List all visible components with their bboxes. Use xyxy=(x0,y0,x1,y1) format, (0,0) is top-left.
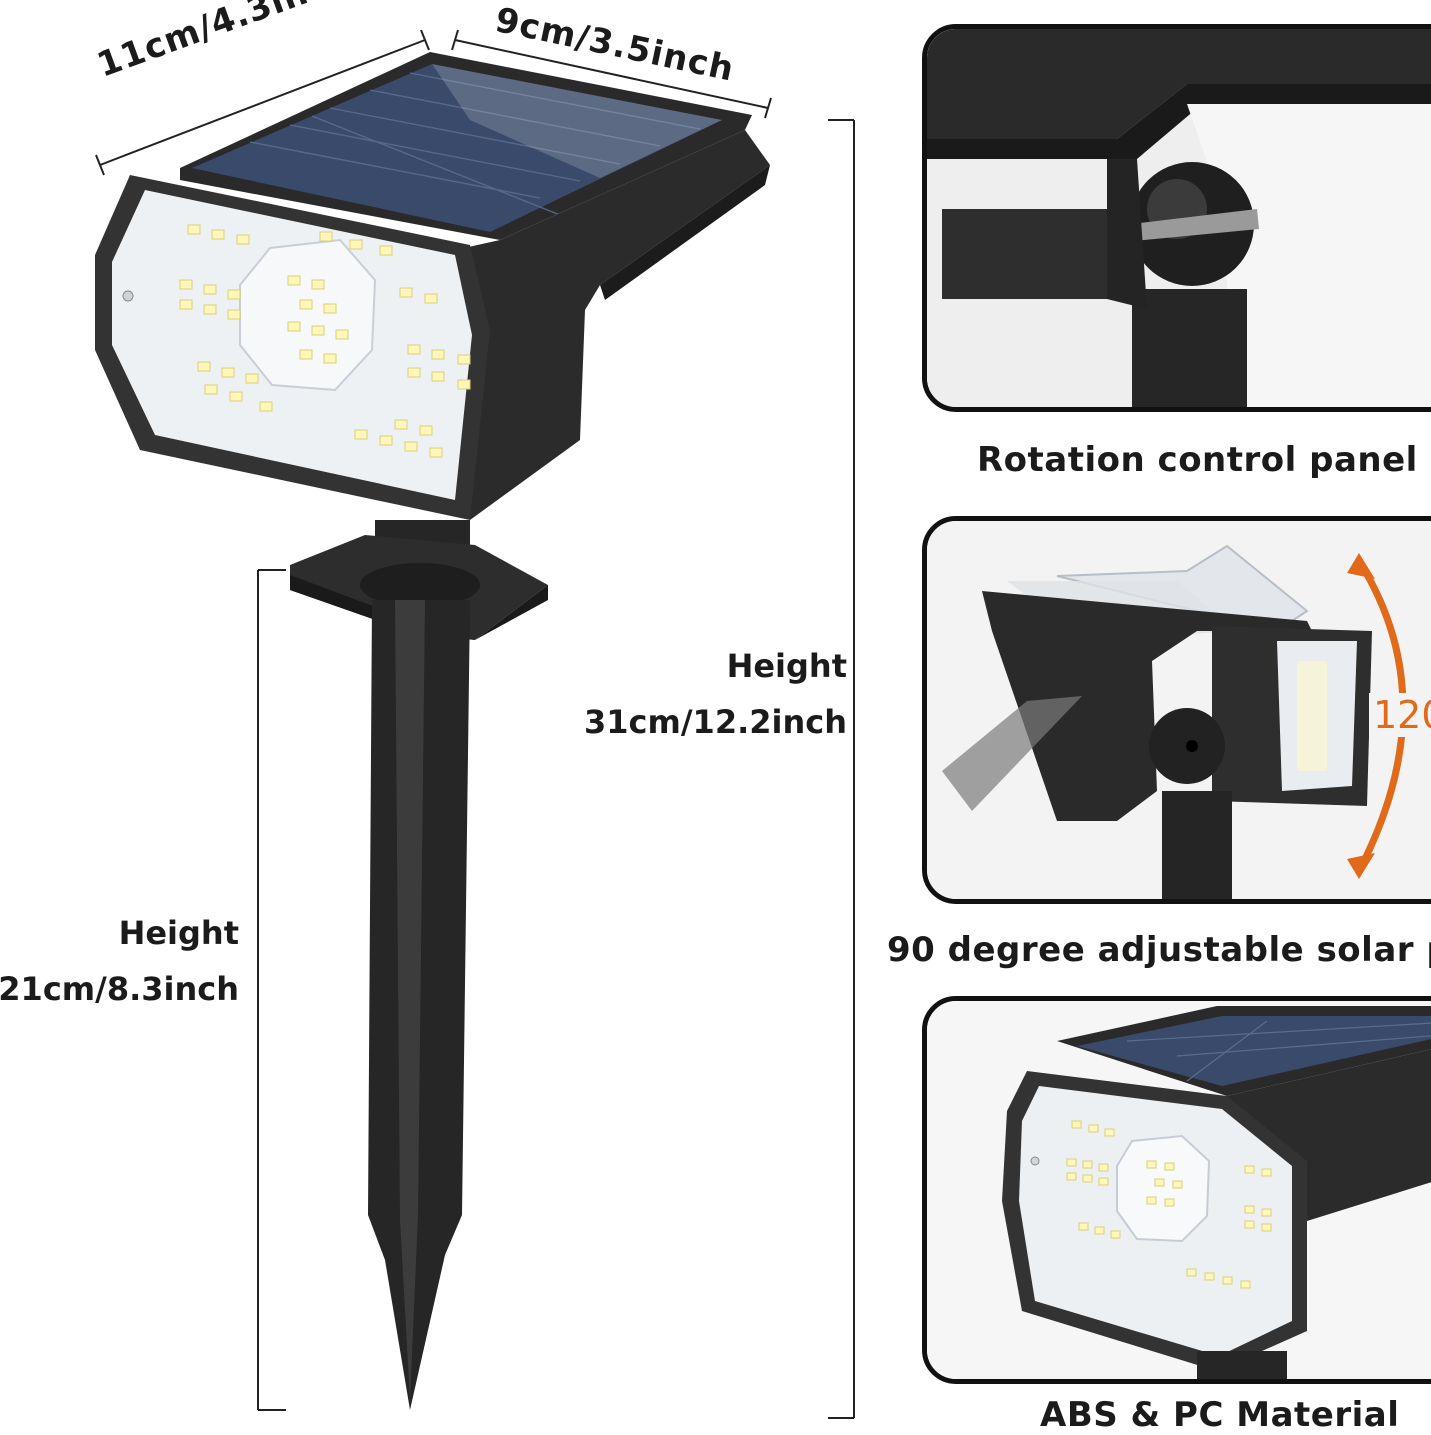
total-height-label: Height 31cm/12.2inch xyxy=(584,638,847,750)
caption-material: ABS & PC Material xyxy=(1040,1395,1400,1435)
adjustable-housing xyxy=(982,591,1312,821)
stake-height-bracket xyxy=(257,569,286,1411)
width-dimension-line xyxy=(95,29,430,176)
adjustable-panel: 120 xyxy=(922,516,1431,904)
housing-side xyxy=(455,130,770,520)
angle-label: 120 xyxy=(1369,693,1431,737)
caption-adjustable: 90 degree adjustable solar pa xyxy=(887,930,1431,970)
stake-height-value: 21cm/8.3inch xyxy=(0,970,239,1008)
caption-rotation: Rotation control panel xyxy=(977,440,1418,480)
product-illustration xyxy=(95,29,855,1419)
total-height-value: 31cm/12.2inch xyxy=(584,703,847,741)
led-array xyxy=(179,224,471,458)
stake-height-title: Height xyxy=(118,914,239,952)
total-height-title: Height xyxy=(726,647,847,685)
depth-dimension-line xyxy=(451,29,772,119)
material-panel xyxy=(922,996,1431,1384)
rotation-panel xyxy=(922,24,1431,412)
rotation-housing-block xyxy=(942,209,1107,299)
total-height-bracket xyxy=(828,119,855,1419)
stake-height-label: Height 21cm/8.3inch xyxy=(0,905,239,1017)
